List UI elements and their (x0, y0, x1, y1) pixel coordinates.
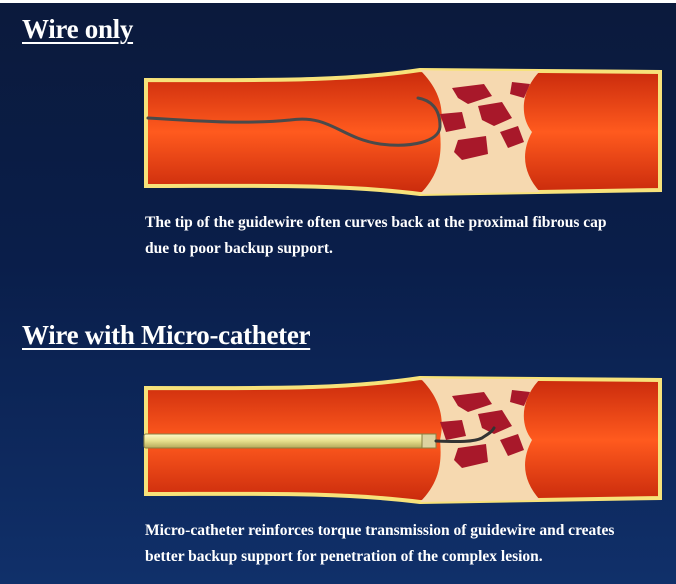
caption-wire-only: The tip of the guidewire often curves ba… (145, 210, 607, 262)
heading-wire-only: Wire only (22, 14, 133, 45)
top-border (0, 0, 676, 3)
vessel-diagram-micro-catheter (140, 370, 670, 510)
caption-line: Micro-catheter reinforces torque transmi… (145, 518, 614, 544)
caption-line: The tip of the guidewire often curves ba… (145, 210, 607, 236)
micro-catheter-tip (422, 434, 436, 448)
heading-wire-with-micro-catheter: Wire with Micro-catheter (22, 320, 310, 351)
caption-micro-catheter: Micro-catheter reinforces torque transmi… (145, 518, 614, 570)
vessel-diagram-wire-only (140, 62, 670, 202)
vessel-wall (146, 70, 660, 194)
caption-line: better backup support for penetration of… (145, 544, 614, 570)
caption-line: due to poor backup support. (145, 236, 607, 262)
micro-catheter (144, 434, 436, 448)
